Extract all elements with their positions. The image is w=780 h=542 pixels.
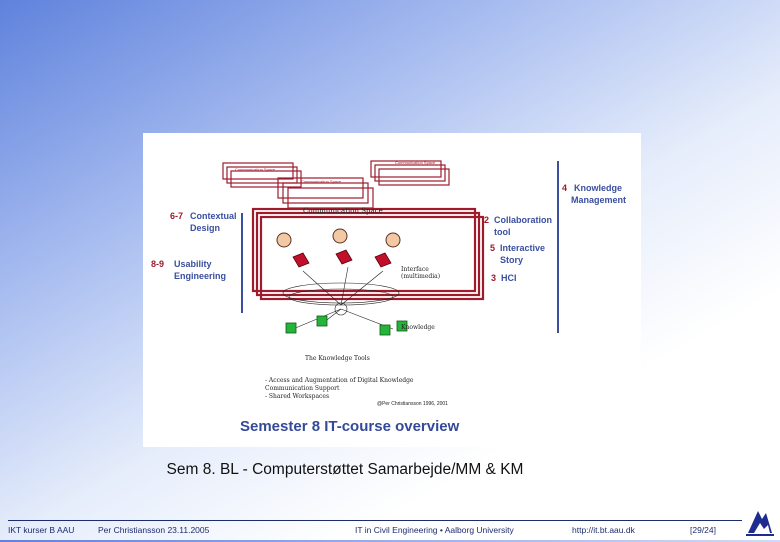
knowledge-label: Knowledge: [401, 324, 435, 331]
stack-label-top-right: Communication Space: [395, 160, 436, 165]
communication-space-label: Communication Space: [303, 207, 383, 215]
interactive-number: 5: [490, 243, 495, 253]
collab-label-2: tool: [494, 227, 511, 237]
knowledge-mgmt-number: 4: [562, 183, 567, 193]
person-icon: [276, 228, 401, 248]
collab-number: 2: [484, 215, 489, 225]
back-frames-right: [370, 160, 450, 186]
contextual-design-label-2: Design: [190, 223, 220, 233]
interactive-label-2: Story: [500, 255, 523, 265]
stack-label-top-left: Communication Space: [235, 167, 276, 172]
contextual-design-label: Contextual: [190, 211, 237, 221]
interactive-label: Interactive: [500, 243, 545, 253]
footer-divider: [8, 520, 742, 521]
university-logo-icon: [744, 505, 776, 537]
usability-label: Usability: [174, 259, 212, 269]
knowledge-mgmt-label-2: Management: [571, 195, 626, 205]
footer-institution: IT in Civil Engineering • Aalborg Univer…: [355, 525, 514, 535]
bullet-line-1: - Access and Augmentation of Digital Kno…: [265, 377, 414, 384]
stack-label-middle: Communication Space: [301, 179, 342, 184]
multimedia-label: (multimedia): [401, 273, 440, 280]
overview-diagram: Communication Space Communication Space …: [151, 160, 626, 407]
knowledge-mgmt-label: Knowledge: [574, 183, 622, 193]
figure-title: Semester 8 IT-course overview: [240, 418, 460, 435]
interface-cube-icon: [292, 249, 392, 268]
contextual-design-number: 6-7: [170, 211, 183, 221]
bullet-line-2: Communication Support: [265, 385, 340, 392]
collab-label: Collaboration: [494, 215, 552, 225]
usability-number: 8-9: [151, 259, 164, 269]
interface-label: Interface: [401, 266, 429, 273]
footer-page-number: [29/24]: [690, 525, 716, 535]
copyright-text: @Per Christiansson 1996, 2001: [377, 401, 448, 407]
course-overview-figure: Communication Space Communication Space …: [143, 133, 641, 447]
knowledge-tools-label: The Knowledge Tools: [305, 355, 370, 362]
hci-label: HCI: [501, 273, 517, 283]
bullet-line-3: - Shared Workspaces: [265, 393, 329, 400]
slide-caption: Sem 8. BL - Computerstøttet Samarbejde/M…: [166, 461, 524, 478]
footer-course: IKT kurser B AAU: [8, 525, 75, 535]
hci-number: 3: [491, 273, 496, 283]
usability-label-2: Engineering: [174, 271, 226, 281]
back-frames-left: [222, 162, 374, 209]
knowledge-cube-icon: [285, 315, 408, 336]
footer-url[interactable]: http://it.bt.aau.dk: [572, 525, 635, 535]
footer-author-date: Per Christiansson 23.11.2005: [98, 525, 210, 535]
main-frames: [251, 207, 485, 301]
